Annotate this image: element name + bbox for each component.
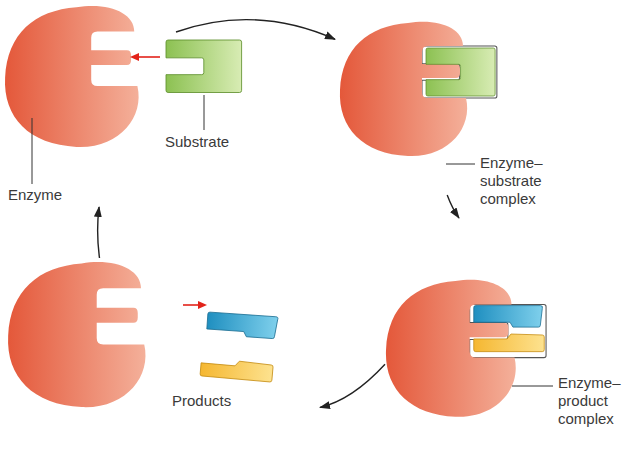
cycle-stage: Products xyxy=(5,258,320,438)
release-arrow xyxy=(183,304,200,306)
part-label: Products xyxy=(172,392,231,410)
enzyme-shape xyxy=(340,22,497,156)
binding-arrow xyxy=(136,56,160,58)
part-label: Enzyme xyxy=(8,186,62,204)
enzyme-shape xyxy=(5,6,139,147)
release-arrowhead xyxy=(198,301,207,309)
leader-line xyxy=(446,164,475,165)
leader-line xyxy=(512,386,553,387)
product-shape xyxy=(206,312,278,339)
leader-line xyxy=(32,118,33,184)
binding-arrowhead xyxy=(130,53,139,61)
cycle-stage: Enzyme–substrate complex xyxy=(335,20,555,195)
cycle-arrow xyxy=(447,195,459,218)
leader-line xyxy=(204,95,205,130)
enzyme-shape xyxy=(8,262,145,407)
cycle-arrow xyxy=(98,207,100,258)
substrate-shape xyxy=(166,40,242,93)
part-label: Enzyme–substrate complex xyxy=(480,154,555,208)
cycle-arrow xyxy=(176,20,335,40)
product-shape xyxy=(200,358,273,382)
part-label: Enzyme–product complex xyxy=(558,374,638,428)
cycle-stage: Enzyme–product complex xyxy=(385,218,640,443)
cycle-stage: SubstrateEnzyme xyxy=(5,32,290,207)
enzyme-shape xyxy=(386,280,546,417)
part-label: Substrate xyxy=(165,133,229,151)
cycle-arrow xyxy=(320,364,385,407)
